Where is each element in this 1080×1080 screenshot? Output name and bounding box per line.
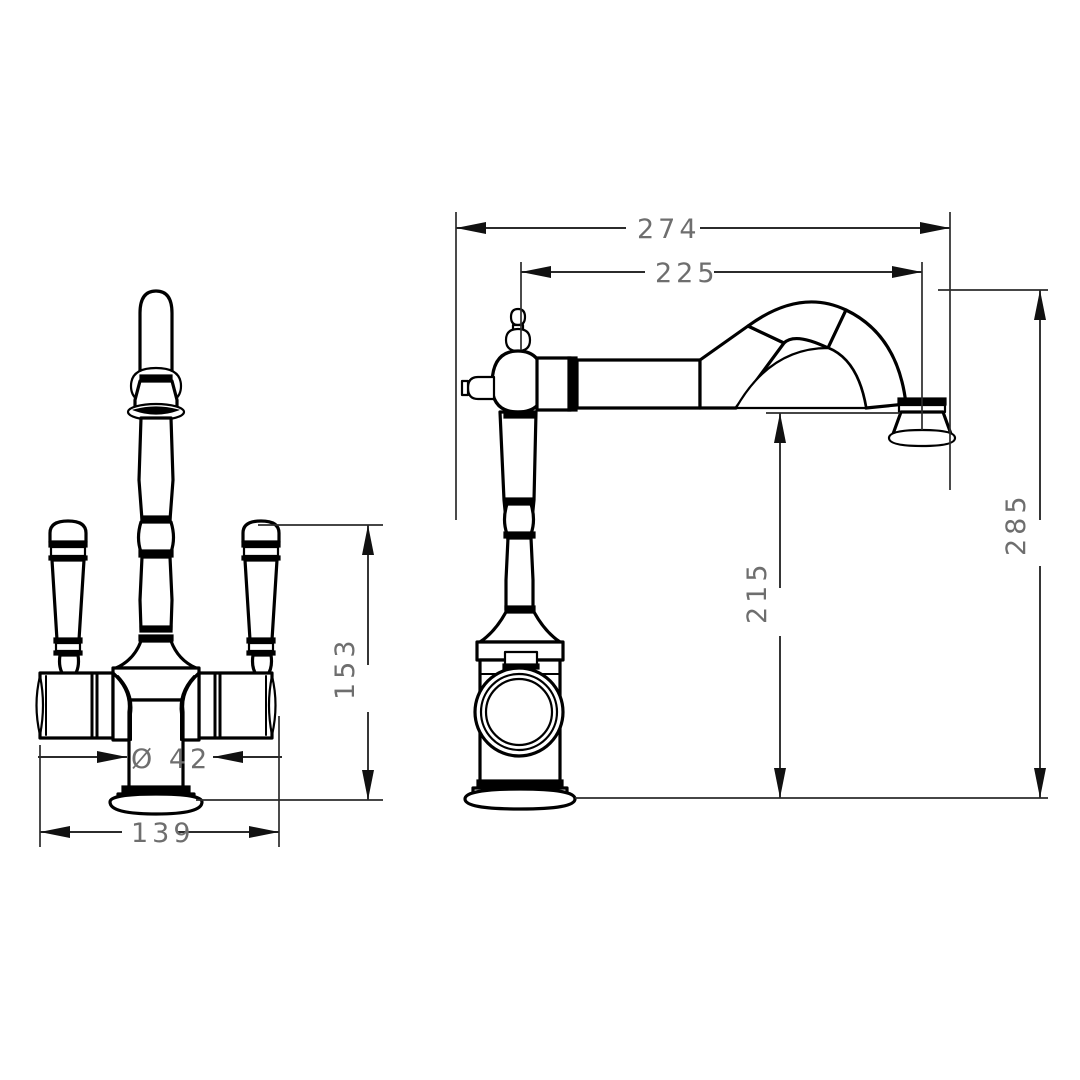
hub-right-barrel [197, 671, 274, 740]
dim-285-label: 285 [1001, 492, 1032, 556]
front-elevation-view [35, 289, 281, 816]
hub-handle-stub-end [460, 379, 470, 397]
spout-arm-barrel [575, 358, 702, 410]
spout-band-5 [139, 625, 173, 633]
spout-band-2 [132, 406, 180, 415]
dim-274-arrow-left [456, 222, 486, 234]
spout-stem-lower [138, 555, 174, 632]
side-foot-flare [478, 610, 562, 644]
side-handle-ring-inner [484, 677, 554, 747]
side-body-column [463, 410, 577, 811]
hub-left-endcap [35, 674, 45, 737]
dim-274-label: 274 [637, 214, 701, 245]
dim-139-arrow-left [40, 826, 70, 838]
front-spout-column [114, 289, 198, 670]
dimension-153: 153 [196, 524, 383, 801]
hub-right-transition-edge [179, 675, 195, 741]
finial-ball [504, 327, 532, 353]
dim-285-arrow-top [1034, 290, 1046, 320]
spout-belly [734, 346, 868, 410]
spout-knuckle [136, 520, 176, 554]
handle-left-collar [49, 545, 87, 558]
dimension-215: 215 [742, 412, 900, 798]
front-handle-right [241, 519, 281, 678]
handle-right-body [243, 558, 279, 642]
dim-139-label: 139 [131, 818, 195, 849]
handle-left-ferrule [54, 641, 82, 653]
spout-top-cap [138, 289, 174, 377]
hub-right-transition [180, 671, 201, 742]
dim-215-label: 215 [742, 560, 773, 624]
front-handle-left [48, 519, 88, 678]
dim-153-label: 153 [330, 636, 361, 700]
dim-139-arrow-right [249, 826, 279, 838]
handle-right-ferrule [247, 641, 275, 653]
hub-left-transition [111, 671, 132, 742]
spout-arm-collar [535, 356, 573, 412]
side-finial [504, 307, 532, 353]
front-hub-right [179, 671, 277, 742]
side-stem-lower [504, 536, 535, 612]
side-hub [460, 349, 546, 414]
dim-153-arrow-top [362, 525, 374, 555]
handle-right-cap [241, 519, 281, 544]
dimension-274: 274 [455, 212, 951, 520]
dim-274-arrow-right [920, 222, 950, 234]
handle-right-collar [242, 545, 280, 558]
dimension-285: 285 [575, 289, 1048, 799]
dim-42-label: Ø 42 [131, 744, 211, 775]
side-elevation-view [460, 300, 957, 811]
finial-tip [509, 307, 527, 327]
handle-left-cap [48, 519, 88, 544]
dimension-diameter-42: Ø 42 [38, 744, 282, 775]
dim-215-arrow-top [774, 413, 786, 443]
front-hub-left [35, 671, 133, 742]
hub-handle-stub [466, 375, 496, 401]
hub-left-barrel [38, 671, 115, 740]
dim-285-arrow-bottom [1034, 768, 1046, 798]
dim-42-arrow-left [97, 751, 127, 763]
dim-215-arrow-bottom [774, 768, 786, 798]
dim-225-arrow-right [892, 266, 922, 278]
side-knuckle [502, 502, 536, 536]
dim-225-label: 225 [655, 258, 719, 289]
dim-42-arrow-right [213, 751, 243, 763]
dim-225-arrow-left [521, 266, 551, 278]
outlet-lip [887, 428, 957, 448]
spout-stem-upper [137, 416, 175, 522]
hub-right-endcap [267, 674, 277, 737]
handle-left-body [50, 558, 86, 642]
dimension-139: 139 [39, 716, 280, 849]
spout-foot-flare [114, 639, 198, 670]
hub-left-transition-edge [117, 675, 133, 741]
dim-153-arrow-bottom [362, 770, 374, 800]
base-escutcheon [108, 792, 204, 816]
side-band-1 [503, 411, 535, 419]
dimension-225: 225 [520, 258, 923, 430]
side-base-escutcheon [463, 787, 577, 811]
side-spout-arm [535, 300, 908, 412]
